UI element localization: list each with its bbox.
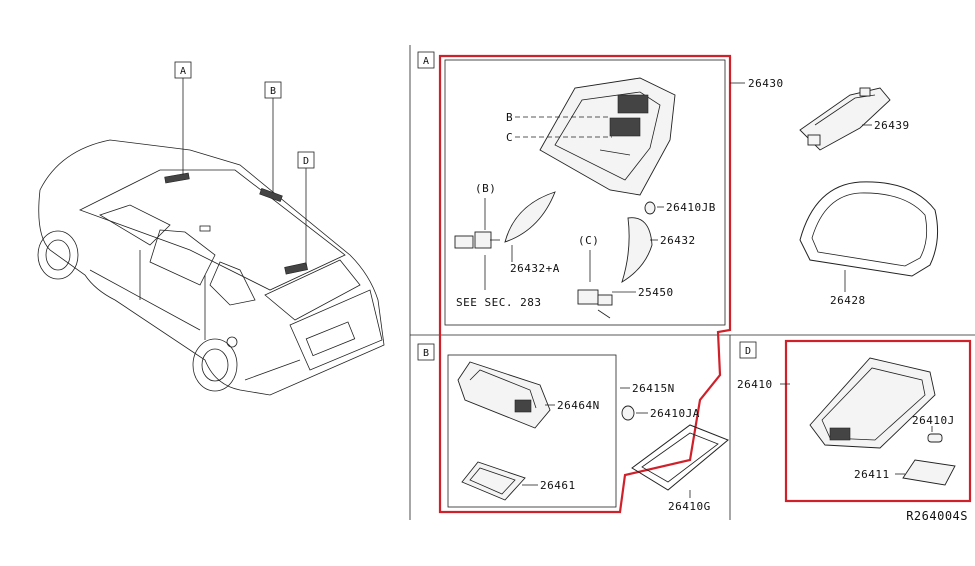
callout-c: C: [506, 131, 513, 144]
vehicle-illustration: [37, 78, 385, 396]
view-tag-b: B: [264, 81, 282, 99]
part-26410j-bulb: [927, 433, 943, 443]
section-label-d: D: [739, 341, 757, 359]
diagram-code: R264004S: [906, 509, 968, 523]
label-26464n: 26464N: [557, 399, 600, 412]
part-26430-console: [539, 77, 676, 196]
highlight-outline-a-b: [438, 54, 732, 514]
label-26439: 26439: [874, 119, 910, 132]
section-a-inner-box: [444, 59, 726, 326]
part-26428-frame: [799, 181, 939, 277]
part-26411-lens: [902, 459, 956, 486]
callout-b-paren: (B): [475, 182, 496, 195]
section-label-a: A: [417, 51, 435, 69]
label-26410ja: 26410JA: [650, 407, 700, 420]
svg-text:A: A: [423, 56, 429, 67]
svg-text:D: D: [745, 346, 751, 357]
view-tag-a: A: [174, 61, 192, 79]
part-26432a-lens: [504, 191, 556, 243]
label-26461: 26461: [540, 479, 576, 492]
label-26430: 26430: [748, 77, 784, 90]
callout-b: B: [506, 111, 513, 124]
view-tag-d-label: D: [303, 156, 309, 167]
part-26410jb-bulb: [644, 201, 656, 215]
label-26428: 26428: [830, 294, 866, 307]
label-26410g: 26410G: [668, 500, 711, 513]
part-25450-switch: [577, 289, 613, 319]
part-26410-map-lamp: [809, 357, 936, 449]
label-26410jb: 26410JB: [666, 201, 716, 214]
view-tag-a-label: A: [180, 66, 186, 77]
part-26464n-housing: [457, 361, 551, 429]
section-b-inner-box: [447, 354, 617, 508]
part-connector-b: [454, 231, 500, 249]
part-26410ja-bulb: [621, 405, 635, 421]
label-26432: 26432: [660, 234, 696, 247]
label-see-sec: SEE SEC. 283: [456, 296, 541, 309]
svg-text:B: B: [423, 348, 429, 359]
label-25450: 25450: [638, 286, 674, 299]
section-grid: [409, 45, 975, 520]
part-26410g-frame: [631, 424, 729, 491]
view-tag-b-label: B: [270, 86, 276, 97]
part-26439-bracket: [799, 87, 891, 151]
view-tag-d: D: [297, 151, 315, 169]
label-26411: 26411: [854, 468, 890, 481]
part-26432-lens: [621, 217, 653, 284]
callout-c-paren: (C): [578, 234, 599, 247]
label-26410j: 26410J: [912, 414, 955, 427]
label-26415n: 26415N: [632, 382, 675, 395]
part-26461-lens: [461, 461, 526, 501]
label-26432a: 26432+A: [510, 262, 560, 275]
section-label-b: B: [417, 343, 435, 361]
label-26410: 26410: [737, 378, 773, 391]
highlight-outline-d: [784, 339, 972, 503]
